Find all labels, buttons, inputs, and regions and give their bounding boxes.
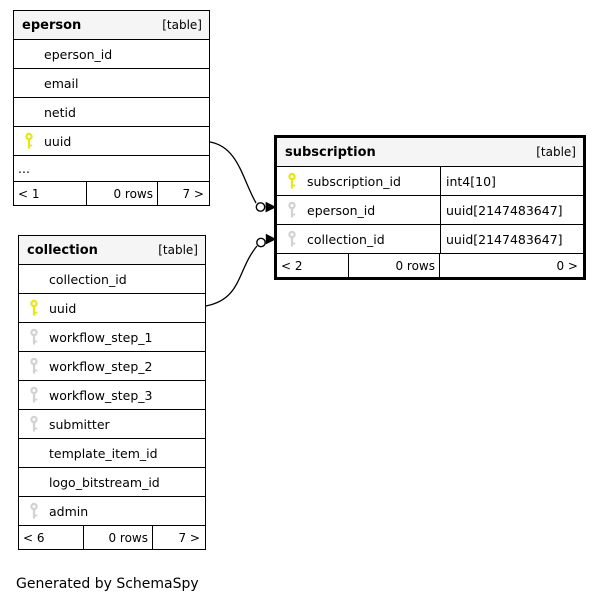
column-name: collection_id [307, 231, 385, 247]
column-name: collection_id [49, 271, 127, 287]
column-type: uuid[2147483647] [440, 196, 583, 224]
table-header: subscription [table] [277, 138, 583, 166]
foreign-key-icon [287, 201, 297, 219]
column-type: uuid[2147483647] [440, 225, 583, 253]
column-name-cell: collection_id [277, 225, 440, 253]
foreign-key-icon [29, 357, 39, 375]
foreign-key-icon [287, 230, 297, 248]
foreign-key-icon [29, 328, 39, 346]
footer-next-pager[interactable]: 0 > [556, 258, 578, 273]
column-row-ellipsis: ... [14, 155, 209, 181]
relation-line [209, 141, 257, 204]
table-type-badge: [table] [158, 243, 198, 257]
table-name: eperson [22, 17, 82, 33]
column-row-eperson_id: eperson_id uuid[2147483647] [277, 195, 583, 224]
column-row-workflow_step_1: workflow_step_1 [19, 322, 205, 351]
relation-odot-icon [256, 237, 266, 248]
primary-key-icon [24, 132, 34, 150]
schemaspy-credit: Generated by SchemaSpy [16, 576, 199, 592]
column-name: netid [44, 104, 76, 120]
table-name: subscription [285, 144, 376, 160]
footer-row-count: 0 rows [83, 526, 153, 549]
column-row-workflow_step_2: workflow_step_2 [19, 351, 205, 380]
foreign-key-icon [29, 386, 39, 404]
column-row-template_item_id: template_item_id [19, 438, 205, 467]
column-row-logo_bitstream_id: logo_bitstream_id [19, 467, 205, 496]
column-row-eperson_id: eperson_id [14, 39, 209, 68]
table-header: collection [table] [19, 236, 205, 264]
table-name: collection [27, 242, 98, 258]
column-row-submitter: submitter [19, 409, 205, 438]
column-name-cell: eperson_id [277, 196, 440, 224]
foreign-key-icon [29, 415, 39, 433]
foreign-key-icon [29, 502, 39, 520]
primary-key-icon [29, 299, 39, 317]
relation-collection-subscription [205, 233, 277, 307]
table-footer: < 1 0 rows 7 > [14, 181, 209, 205]
column-name: admin [49, 503, 89, 519]
primary-key-icon [287, 172, 297, 190]
column-name: template_item_id [49, 445, 158, 461]
column-type: int4[10] [440, 167, 583, 195]
table-footer: < 2 0 rows 0 > [277, 253, 583, 277]
column-name: workflow_step_2 [49, 358, 153, 374]
column-name: eperson_id [44, 46, 113, 62]
table-footer: < 6 0 rows 7 > [19, 525, 205, 549]
table-header: eperson [table] [14, 11, 209, 39]
column-name: workflow_step_1 [49, 329, 153, 345]
column-name: ... [18, 161, 30, 176]
footer-row-count: 0 rows [86, 182, 158, 205]
column-name: workflow_step_3 [49, 387, 153, 403]
table-columns: subscription_id int4[10] eperson_id uuid[21… [277, 166, 583, 253]
relation-eperson-subscription [209, 141, 277, 213]
column-row-admin: admin [19, 496, 205, 525]
table-type-badge: [table] [162, 18, 202, 32]
column-row-email: email [14, 68, 209, 97]
column-row-collection_id: collection_id uuid[2147483647] [277, 224, 583, 253]
column-row-uuid: uuid [19, 293, 205, 322]
footer-prev-pager[interactable]: < 1 [18, 186, 40, 201]
footer-next-pager[interactable]: 7 > [182, 186, 204, 201]
table-subscription[interactable]: subscription [table] subscription_id int4… [274, 135, 586, 280]
table-type-badge: [table] [536, 145, 576, 159]
column-row-workflow_step_3: workflow_step_3 [19, 380, 205, 409]
column-name: logo_bitstream_id [49, 474, 160, 490]
column-row-collection_id: collection_id [19, 264, 205, 293]
footer-next-pager[interactable]: 7 > [178, 530, 200, 545]
footer-prev-pager[interactable]: < 2 [281, 258, 303, 273]
column-name: uuid [44, 133, 72, 149]
footer-row-count: 0 rows [348, 254, 440, 277]
column-name: submitter [49, 416, 110, 432]
column-name: email [44, 75, 79, 91]
column-row-subscription_id: subscription_id int4[10] [277, 166, 583, 195]
column-row-uuid: uuid [14, 126, 209, 155]
relation-odot-icon [255, 202, 266, 212]
column-name: uuid [49, 300, 77, 316]
column-name: subscription_id [307, 173, 401, 189]
column-name: eperson_id [307, 202, 376, 218]
column-row-netid: netid [14, 97, 209, 126]
footer-prev-pager[interactable]: < 6 [23, 530, 45, 545]
column-name-cell: subscription_id [277, 167, 440, 195]
relation-line [205, 245, 258, 307]
